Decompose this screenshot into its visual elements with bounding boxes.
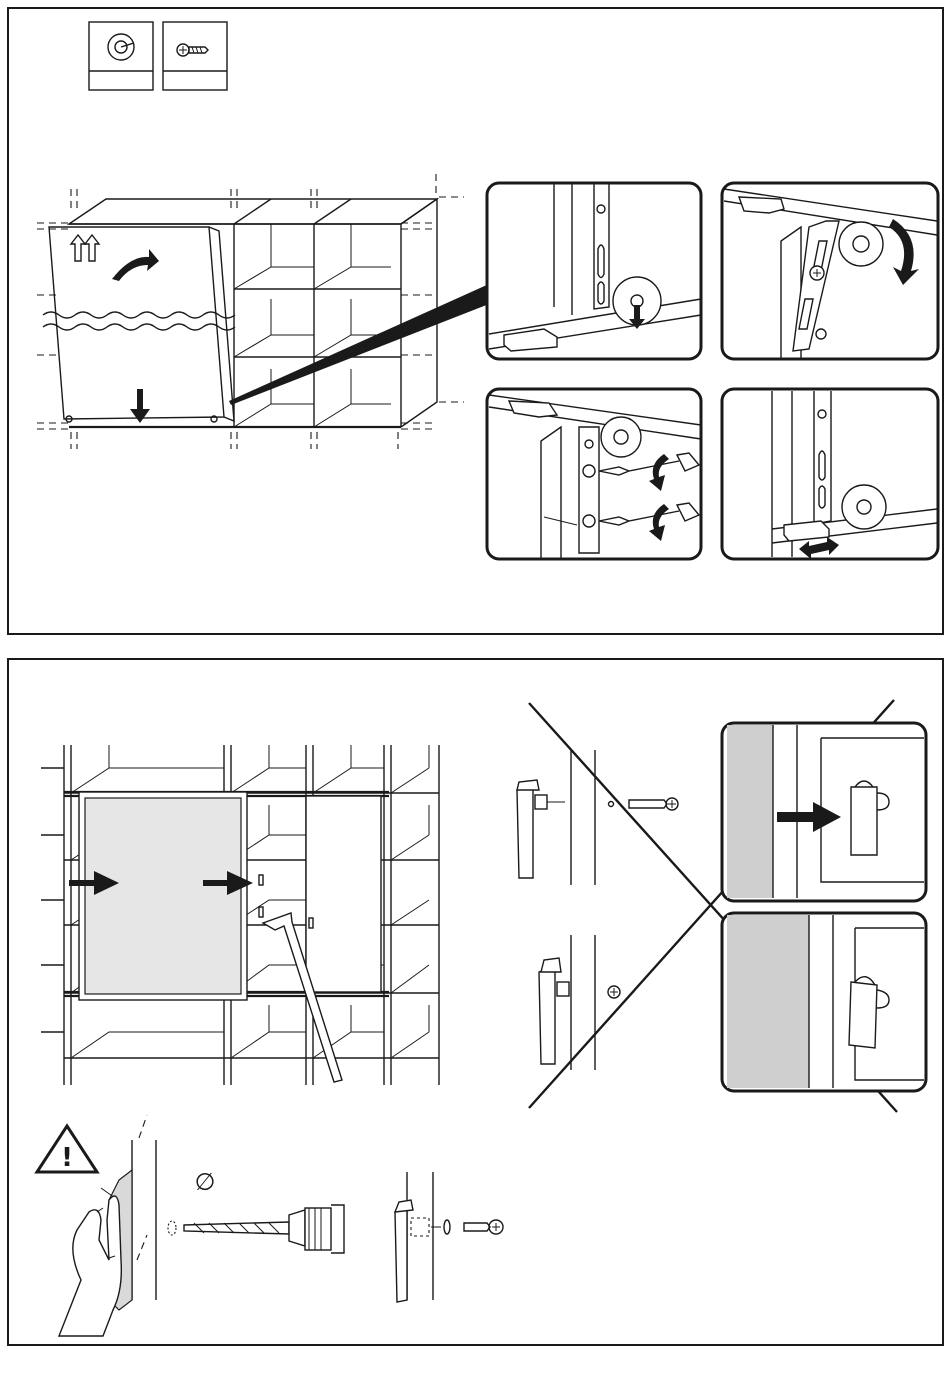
cabinet-with-sliding-door: [43, 199, 437, 427]
step-1-drawing: [9, 9, 946, 637]
step-2-panel: ! ∅: [7, 658, 944, 1346]
roller-screw-detail: [487, 389, 701, 559]
fix-stop-detail: [395, 1172, 503, 1302]
detail-callout-wedge: [229, 284, 489, 405]
drill-diameter-symbol: ∅: [195, 1168, 216, 1196]
wrong-stop-top: [517, 750, 678, 885]
roller-adjust-detail-a: [487, 183, 701, 359]
wrong-stop-bottom: [539, 935, 620, 1070]
screw-icon: [177, 44, 208, 56]
roller-adjust-detail-b: [722, 183, 938, 359]
guide-stop-detail: [722, 389, 938, 559]
door-stop-correct-b: [722, 913, 926, 1091]
warning-symbol: !: [61, 1143, 73, 1173]
step-2-drawing: ! ∅: [9, 660, 946, 1348]
drill-bit: [168, 1205, 344, 1253]
step-1-panel: [7, 7, 944, 635]
wall-plug-icon: [108, 34, 134, 60]
parts-box-wall-plug: [89, 22, 153, 90]
drill-diameter-icon: ∅: [195, 1168, 216, 1196]
door-stop-correct-a: [722, 723, 926, 901]
parts-box-screw: [163, 22, 227, 90]
sliding-door: [69, 792, 253, 1000]
warning-sign: !: [37, 1126, 97, 1173]
